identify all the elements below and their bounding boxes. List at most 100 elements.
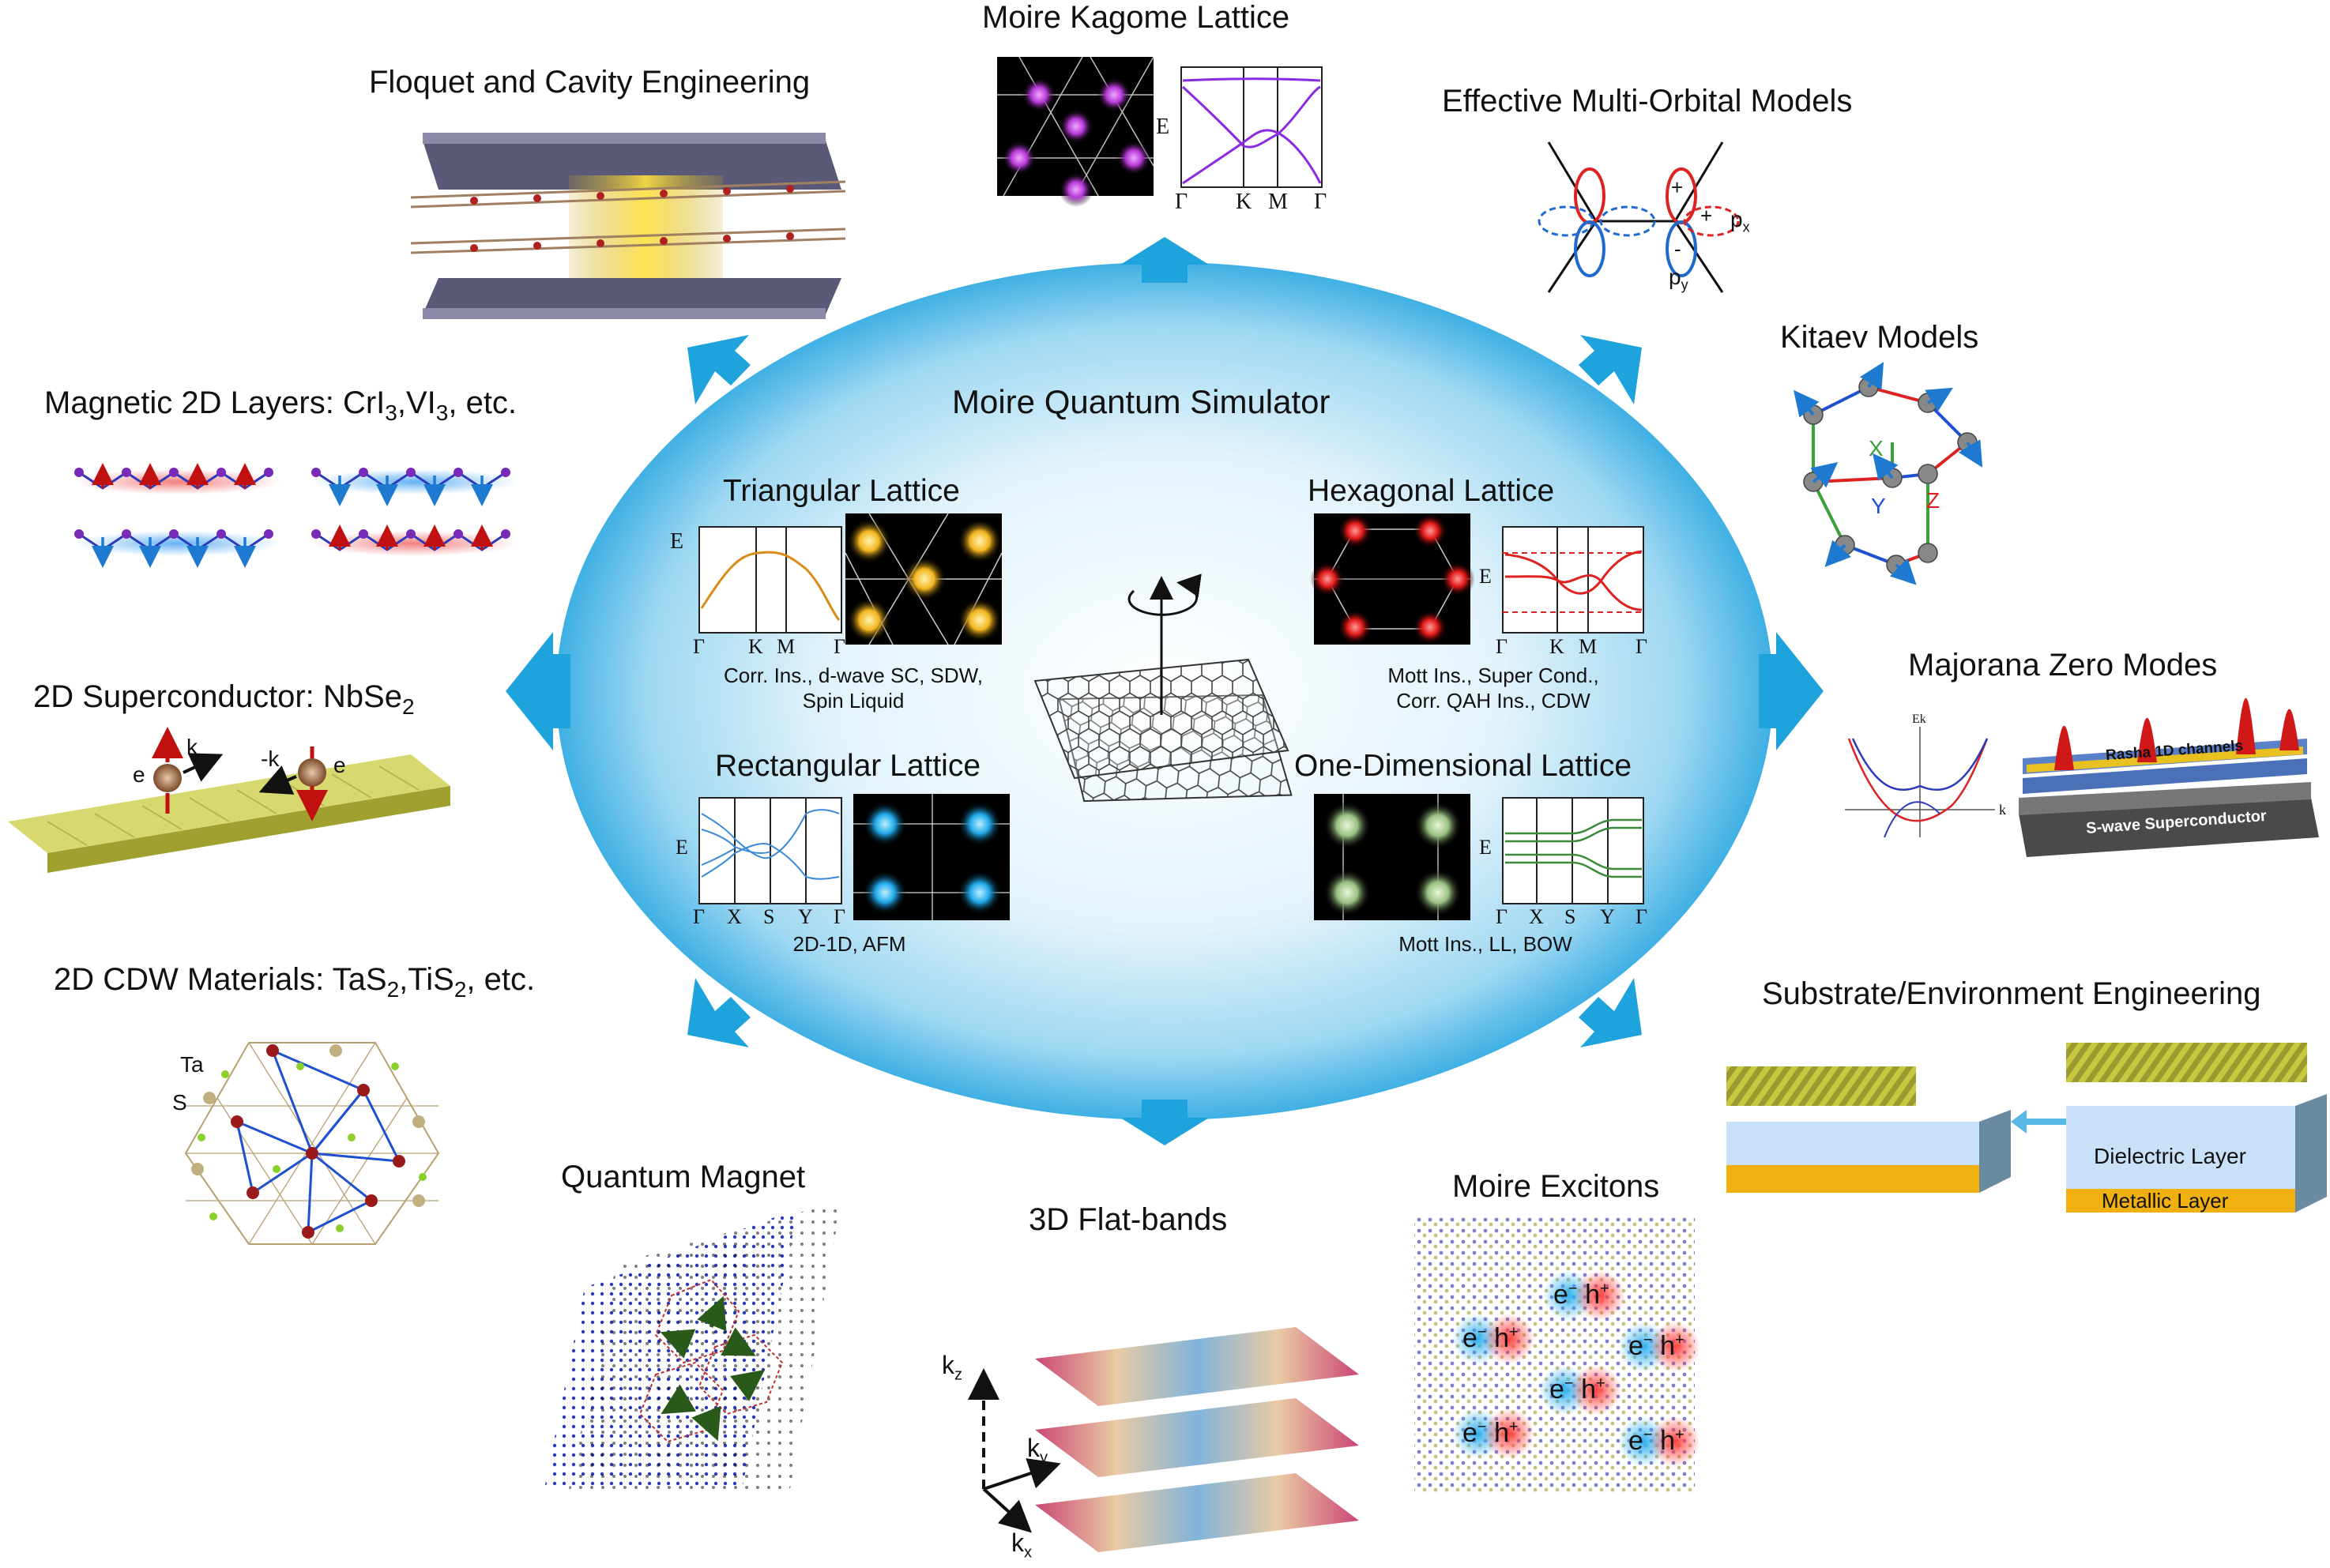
cdw-s-label: S <box>172 1090 187 1115</box>
hexagonal-caption-2: Corr. QAH Ins., CDW <box>1396 689 1590 713</box>
hexagonal-moire-image <box>1310 513 1475 645</box>
kagome-tick-3: Γ <box>1314 190 1327 214</box>
quantum-magnet-image <box>545 1201 841 1489</box>
onedim-tick-1: X <box>1529 905 1544 928</box>
magnetic-title: Magnetic 2D Layers: CrI3,VI3, etc. <box>44 385 518 425</box>
twisted-bilayer-graphene <box>1033 573 1293 803</box>
flatbands-image <box>968 1327 1359 1552</box>
onedim-band-plot <box>1502 797 1644 904</box>
multiorbital-plus-2: + <box>1700 204 1713 227</box>
radial-arrows <box>506 237 1824 1145</box>
kitaev-x-label: X <box>1869 436 1884 461</box>
superconductor-image <box>8 727 450 873</box>
triangular-tick-3: Γ <box>834 635 846 658</box>
ky-label: ky <box>1027 1434 1048 1467</box>
onedim-tick-4: Γ <box>1636 905 1648 928</box>
triangular-tick-2: M <box>777 635 796 658</box>
hexagonal-axis-label: E <box>1479 565 1492 588</box>
sc-minus-k-label: -k <box>261 746 280 771</box>
floquet-title: Floquet and Cavity Engineering <box>369 65 811 100</box>
rectangular-moire-image <box>853 794 1010 920</box>
hexagonal-caption-1: Mott Ins., Super Cond., <box>1387 664 1599 687</box>
sc-electron-label-2: e <box>333 753 346 777</box>
multiorbital-title: Effective Multi-Orbital Models <box>1442 84 1853 118</box>
exciton-3: e− h+ <box>1628 1331 1684 1361</box>
kagome-title: Moire Kagome Lattice <box>982 0 1290 35</box>
kitaev-diagram <box>1794 362 1983 585</box>
rectangular-axis-label: E <box>676 836 688 859</box>
kitaev-y-label: Y <box>1871 494 1886 518</box>
excitons-title: Moire Excitons <box>1452 1169 1660 1204</box>
triangular-tick-1: K <box>748 635 763 658</box>
triangular-band-plot <box>698 526 842 634</box>
triangular-caption-1: Corr. Ins., d-wave SC, SDW, <box>724 664 983 687</box>
substrate-right-image <box>2066 1043 2327 1213</box>
kz-label: kz <box>942 1351 962 1384</box>
hexagonal-title: Hexagonal Lattice <box>1308 474 1555 508</box>
magnetic-layers-image <box>74 463 518 568</box>
sc-electron-label-1: e <box>133 762 145 787</box>
orbital-px-label: px <box>1730 207 1750 235</box>
hexagonal-tick-2: M <box>1579 635 1598 658</box>
majorana-k-label: k <box>1999 802 2006 818</box>
orbital-py-label: py <box>1669 265 1688 293</box>
rectangular-tick-4: Γ <box>834 905 846 928</box>
rectangular-band-plot <box>698 797 842 904</box>
dielectric-label: Dielectric Layer <box>2094 1144 2246 1168</box>
kagome-tick-0: Γ <box>1175 190 1188 214</box>
substrate-title: Substrate/Environment Engineering <box>1762 976 2261 1011</box>
majorana-band-plot <box>1845 727 1995 838</box>
excitons-image <box>1414 1216 1700 1493</box>
rectangular-caption: 2D-1D, AFM <box>792 932 906 956</box>
rectangular-tick-3: Y <box>798 905 813 928</box>
substrate-left-image <box>1726 1066 2011 1193</box>
hexagonal-tick-3: Γ <box>1636 635 1648 658</box>
cdw-ta-label: Ta <box>180 1052 204 1077</box>
multiorbital-plus-1: + <box>1671 175 1684 199</box>
simulator-title: Moire Quantum Simulator <box>952 383 1331 420</box>
exciton-1: e− h+ <box>1553 1280 1609 1310</box>
sc-k-label: k <box>186 735 198 759</box>
kagome-moire-image <box>997 56 1154 207</box>
exciton-2: e− h+ <box>1462 1323 1519 1353</box>
triangular-tick-0: Γ <box>693 635 706 658</box>
triangular-caption-2: Spin Liquid <box>802 689 905 713</box>
kitaev-z-label: Z <box>1926 488 1940 513</box>
exciton-6: e− h+ <box>1628 1426 1684 1456</box>
metallic-label: Metallic Layer <box>2102 1189 2229 1213</box>
triangular-title: Triangular Lattice <box>723 474 960 508</box>
triangular-axis-label: E <box>670 529 684 554</box>
exciton-5: e− h+ <box>1462 1418 1519 1448</box>
majorana-ek-label: Ek <box>1912 713 1926 726</box>
kagome-tick-2: M <box>1268 190 1288 214</box>
onedim-tick-3: Y <box>1600 905 1615 928</box>
floquet-cavity-image <box>410 133 846 319</box>
onedim-title: One-Dimensional Lattice <box>1294 749 1632 783</box>
triangular-moire-image <box>845 513 1003 645</box>
flatbands-title: 3D Flat-bands <box>1029 1202 1228 1237</box>
onedim-moire-image <box>1314 794 1470 920</box>
multiorbital-diagram <box>1538 141 1740 293</box>
rectangular-title: Rectangular Lattice <box>715 749 981 783</box>
rectangular-tick-1: X <box>727 905 742 928</box>
cdw-title: 2D CDW Materials: TaS2,TiS2, etc. <box>54 962 536 1002</box>
hexagonal-tick-1: K <box>1549 635 1564 658</box>
majorana-device-image <box>2019 698 2319 857</box>
multiorbital-minus: - <box>1674 237 1681 261</box>
hexagonal-band-plot <box>1502 526 1644 634</box>
kagome-axis-label: E <box>1156 115 1170 139</box>
cdw-lattice-image <box>184 1042 440 1245</box>
rectangular-tick-0: Γ <box>693 905 706 928</box>
kitaev-title: Kitaev Models <box>1780 320 1979 355</box>
kagome-tick-1: K <box>1236 190 1252 214</box>
onedim-tick-0: Γ <box>1496 905 1508 928</box>
onedim-caption: Mott Ins., LL, BOW <box>1398 932 1572 956</box>
onedim-tick-2: S <box>1564 905 1576 928</box>
majorana-title: Majorana Zero Modes <box>1908 648 2218 682</box>
hexagonal-tick-0: Γ <box>1496 635 1508 658</box>
kx-label: kx <box>1011 1529 1032 1562</box>
onedim-axis-label: E <box>1479 836 1492 859</box>
superconductor-title: 2D Superconductor: NbSe2 <box>33 679 415 719</box>
kagome-band-plot <box>1180 66 1323 188</box>
